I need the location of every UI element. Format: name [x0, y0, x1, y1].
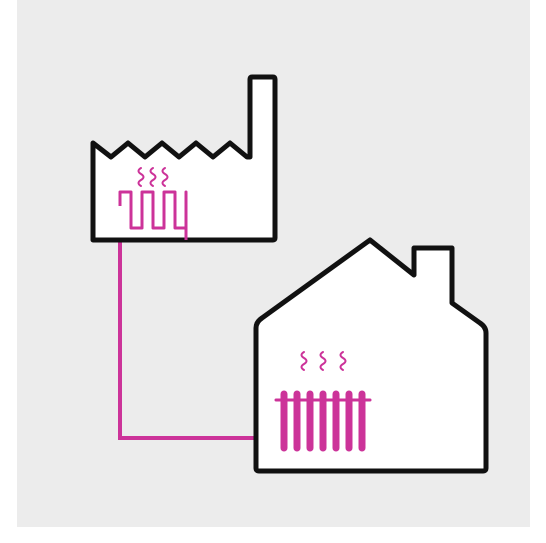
district-heating-illustration: [0, 0, 546, 543]
canvas: [0, 0, 546, 543]
